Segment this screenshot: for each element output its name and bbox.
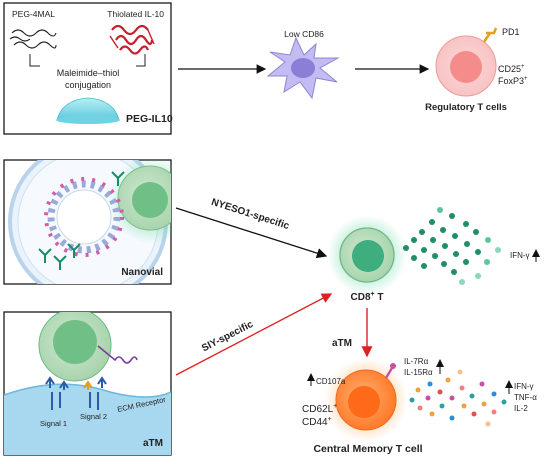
atm-panel-label: aTM bbox=[143, 438, 163, 449]
low-cd86-label: Low CD86 bbox=[284, 29, 324, 39]
peg-polymer-icon bbox=[9, 29, 57, 49]
cd8-ifn-gamma-label: IFN-γ bbox=[510, 251, 530, 260]
peg-il10-panel: PEG-4MAL Thiolated IL-10 Maleimide–thiol… bbox=[3, 2, 173, 135]
cd8-t-label: CD8+ T bbox=[351, 291, 384, 303]
il7r-label: IL-7Rα bbox=[404, 357, 429, 366]
cd25-label: CD25+ bbox=[498, 64, 525, 74]
cytokine-secretion-dots bbox=[409, 369, 507, 427]
memory-ifn-gamma-label: IFN-γ bbox=[514, 382, 534, 391]
ifn-gamma-secretion-dots bbox=[403, 207, 501, 285]
regulatory-t-cells-label: Regulatory T cells bbox=[425, 102, 507, 113]
atm-panel: Signal 1 Signal 2 ECM Receptor aTM bbox=[3, 311, 172, 456]
atm-arrow-label: aTM bbox=[332, 338, 352, 349]
peg-4mal-label: PEG-4MAL bbox=[12, 9, 55, 19]
cd8-t-cell bbox=[327, 215, 407, 295]
il15r-label: IL-15Rα bbox=[404, 368, 433, 377]
nyeso1-arrow bbox=[175, 207, 328, 259]
siy-specific-label: SIY-specific bbox=[200, 319, 255, 354]
conjugation-label-line1: Maleimide–thiol bbox=[57, 68, 120, 78]
memory-il2-label: IL-2 bbox=[514, 404, 528, 413]
nyeso1-specific-label: NYESO1-specific bbox=[210, 197, 291, 232]
signal-1-label: Signal 1 bbox=[40, 419, 67, 428]
signal-receptors bbox=[45, 376, 107, 410]
nanovial-panel: Nanovial bbox=[3, 159, 172, 285]
central-memory-t-cell bbox=[324, 358, 408, 442]
thiolated-il10-label: Thiolated IL-10 bbox=[107, 9, 164, 19]
dendritic-cell bbox=[266, 36, 340, 100]
peg-il10-label: PEG-IL10 bbox=[126, 113, 173, 125]
peg-il10-hydrogel-icon bbox=[56, 97, 120, 124]
cd107a-label: CD107a bbox=[316, 377, 346, 386]
cd62l-label: CD62L+ bbox=[302, 403, 337, 415]
pmhc-ligand-ring bbox=[44, 177, 124, 257]
siy-arrow bbox=[175, 293, 333, 376]
pd1-label: PD1 bbox=[502, 27, 520, 37]
ecm-receptor-icon bbox=[97, 345, 138, 364]
pd1-receptor-icon bbox=[482, 27, 498, 43]
regulatory-t-cell bbox=[435, 27, 498, 97]
conjugation-label-line2: conjugation bbox=[65, 80, 111, 90]
foxp3-label: FoxP3+ bbox=[498, 76, 528, 86]
capture-antibody-icons bbox=[38, 171, 125, 270]
signal-2-label: Signal 2 bbox=[80, 412, 107, 421]
il10-protein-icon bbox=[109, 24, 155, 55]
il7-il15-receptor-icon bbox=[384, 363, 396, 379]
central-memory-t-cell-label: Central Memory T cell bbox=[313, 443, 422, 455]
nanovial-label: Nanovial bbox=[121, 267, 163, 278]
cd44-label: CD44+ bbox=[302, 416, 332, 428]
memory-tnf-alpha-label: TNF-α bbox=[514, 393, 537, 402]
